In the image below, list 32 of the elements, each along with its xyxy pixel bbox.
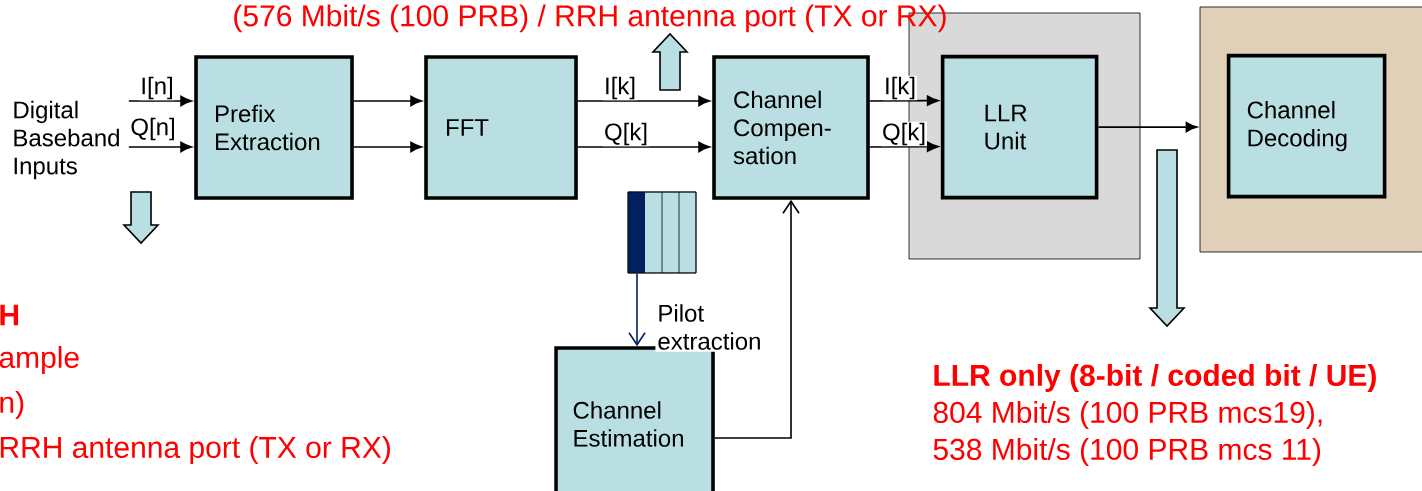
rate-note: n) [0, 391, 24, 419]
edge-label: Q[k] [883, 122, 925, 146]
buffer-drawing [627, 191, 697, 274]
edge-label: I[k] [606, 76, 635, 100]
rate-note: 804 Mbit/s (100 PRB mcs19), [933, 401, 1322, 429]
process-box: Channel Decoding [1226, 53, 1387, 199]
rate-note: LLR only (8-bit / coded bit / UE) [934, 364, 1376, 392]
process-box: LLR Unit [940, 54, 1099, 200]
edge-label: I[k] [886, 76, 915, 100]
arrow [128, 141, 193, 153]
process-box: Prefix Extraction [194, 55, 354, 200]
edge-label: I[n] [142, 76, 172, 100]
input-label: Digital Baseband Inputs [14, 100, 119, 180]
arrow [869, 141, 939, 152]
rate-note: H [0, 304, 19, 326]
edge-label: Q[n] [131, 117, 174, 141]
arrow [353, 95, 423, 107]
edge-label: Q[k] [605, 122, 647, 146]
rate-note: RRH antenna port (TX or RX) [0, 436, 390, 464]
rate-note: ample [0, 346, 79, 374]
arrow [869, 95, 939, 106]
arrow [1097, 121, 1198, 133]
arrow [353, 141, 423, 153]
arrow [577, 141, 711, 153]
arrow [128, 95, 193, 107]
arrow [628, 272, 646, 347]
rate-note: (576 Mbit/s (100 PRB) / RRH antenna port (TX or RX) [234, 4, 946, 33]
arrow [577, 95, 711, 107]
process-box: Channel Compen- sation [712, 55, 870, 200]
arrow [714, 199, 800, 439]
process-box: FFT [424, 55, 578, 200]
rate-note: 538 Mbit/s (100 PRB mcs 11) [933, 438, 1321, 466]
